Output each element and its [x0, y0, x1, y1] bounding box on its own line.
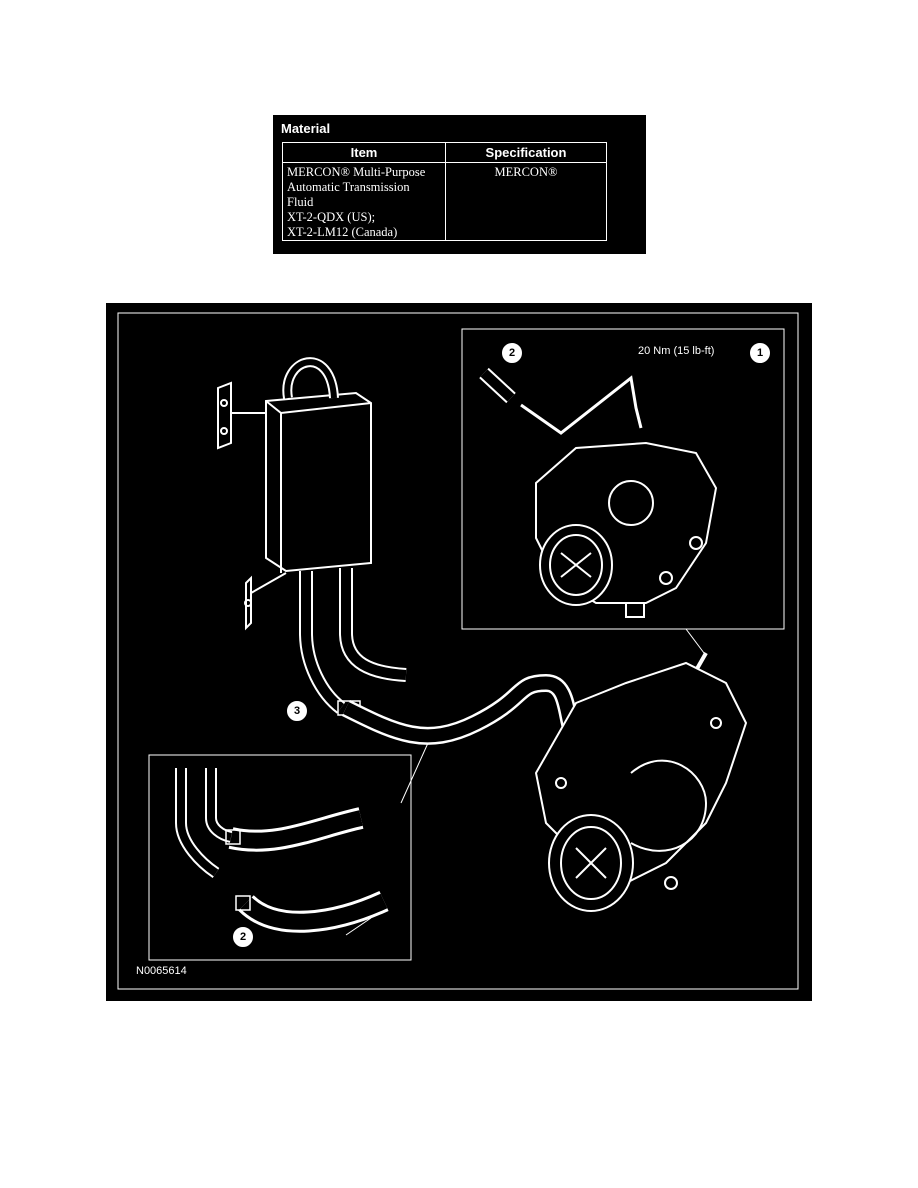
item-cell: MERCON® Multi-Purpose Automatic Transmis… — [282, 162, 446, 241]
item-line: Automatic Transmission — [287, 180, 410, 194]
callout-1: 1 — [749, 342, 771, 364]
inset-bottom-drawing — [175, 768, 389, 936]
item-line: MERCON® Multi-Purpose — [287, 165, 426, 179]
torque-spec-label: 20 Nm (15 lb-ft) — [638, 345, 715, 357]
item-column-header: Item — [282, 142, 446, 163]
inset-top-drawing — [479, 367, 718, 618]
item-line: Fluid — [287, 195, 314, 209]
table-row: MERCON® Multi-Purpose Automatic Transmis… — [282, 162, 607, 241]
figure-id: N0065614 — [136, 965, 187, 977]
material-table: Item Specification MERCON® Multi-Purpose… — [282, 142, 607, 241]
item-line: XT-2-QDX (US); — [287, 210, 376, 224]
callout-2-bottom: 2 — [232, 926, 254, 948]
specification-column-header: Specification — [445, 142, 607, 163]
steering-gear-illustration: 1 2 3 2 20 Nm (15 lb-ft) N0065614 — [106, 303, 812, 1001]
callout-2-top: 2 — [501, 342, 523, 364]
item-line: XT-2-LM12 (Canada) — [287, 225, 398, 239]
specification-cell: MERCON® — [445, 162, 607, 241]
table-header-row: Item Specification — [282, 142, 607, 163]
steering-gear-drawing — [534, 661, 748, 912]
material-table-panel: Material Item Specification MERCON® Mult… — [273, 115, 646, 254]
illustration-drawing — [117, 312, 799, 990]
callout-3: 3 — [286, 700, 308, 722]
figure-frame — [117, 312, 799, 990]
reservoir-drawing — [217, 357, 708, 804]
material-title: Material — [281, 121, 331, 136]
